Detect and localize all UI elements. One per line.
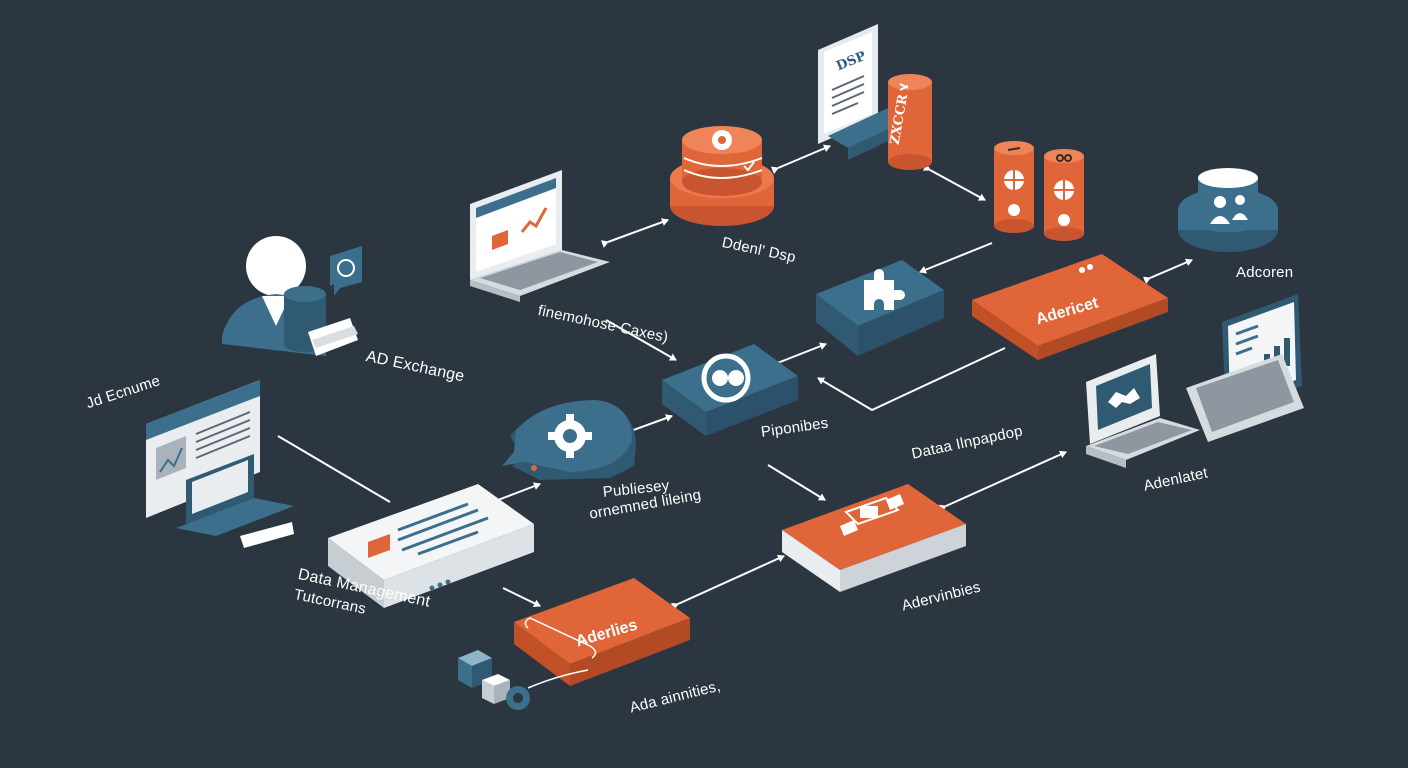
dsp-database-icon: [670, 126, 774, 226]
publisher-gear-bubble-icon: [502, 400, 636, 480]
adericet-box: [972, 254, 1168, 360]
arrow-servers-puzzle: [919, 242, 993, 274]
arrow-server-gear: [490, 482, 541, 506]
zxccr-cylinder-icon: [888, 74, 932, 170]
arrow-aderlies-advertisers: [670, 554, 785, 611]
data-management-server-icon: [328, 484, 534, 608]
arrow-puzzle-pipeline: [772, 342, 827, 368]
arrow-laptop-pipeline: [605, 319, 677, 361]
desktop-monitor-icon: [1086, 354, 1200, 468]
aderlies-box: [514, 578, 690, 686]
arrow-pipeline-advertisers: [767, 464, 826, 501]
adcorn-users-icon: [1178, 168, 1278, 252]
browser-window-icon: [146, 380, 294, 548]
advertisers-box: [782, 484, 966, 592]
arrow-dsp-docs: [770, 144, 831, 175]
pipeline-hub-icon: [662, 344, 798, 436]
arrow-browser-server: [277, 435, 391, 503]
connectors: [277, 144, 1193, 611]
arrow-adericet-pipeline: [817, 347, 1006, 412]
arrow-laptop-dsp: [600, 218, 669, 248]
cubes-gear-icon: [458, 650, 589, 710]
laptop-icon: [470, 170, 610, 302]
label-adcorn: Adcoren: [1236, 264, 1294, 281]
arrow-adericet-adcorn: [1142, 258, 1193, 285]
arrow-server-aderlies: [502, 587, 541, 607]
arrow-gear-pipeline: [627, 414, 673, 433]
puzzle-tile-icon: [816, 260, 944, 356]
ad-exchange-person-icon: [222, 236, 362, 356]
arrow-advertisers-laptop: [938, 450, 1067, 513]
server-pair-icon: [994, 141, 1084, 241]
chart-laptop-icon: [1186, 294, 1304, 442]
arrow-zxccr-servers: [922, 163, 986, 201]
